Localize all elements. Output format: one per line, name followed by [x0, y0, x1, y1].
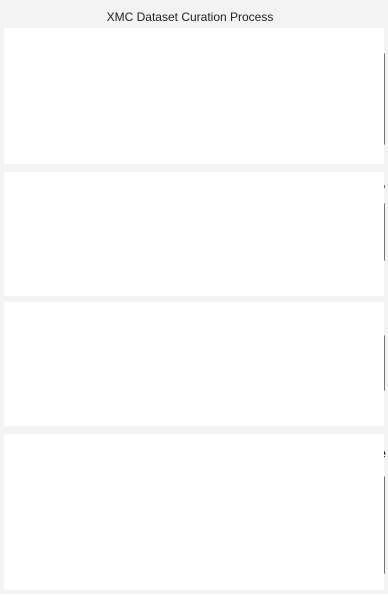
sections-layer: Refurbishediphone 14 promax ...(11%)KP1,…: [4, 28, 386, 590]
diagram-title: XMC Dataset Curation Process: [107, 10, 274, 24]
section-panel: [4, 434, 384, 590]
section-panel: [4, 28, 384, 164]
section-panel: [4, 302, 384, 426]
section-panel: [4, 172, 384, 296]
